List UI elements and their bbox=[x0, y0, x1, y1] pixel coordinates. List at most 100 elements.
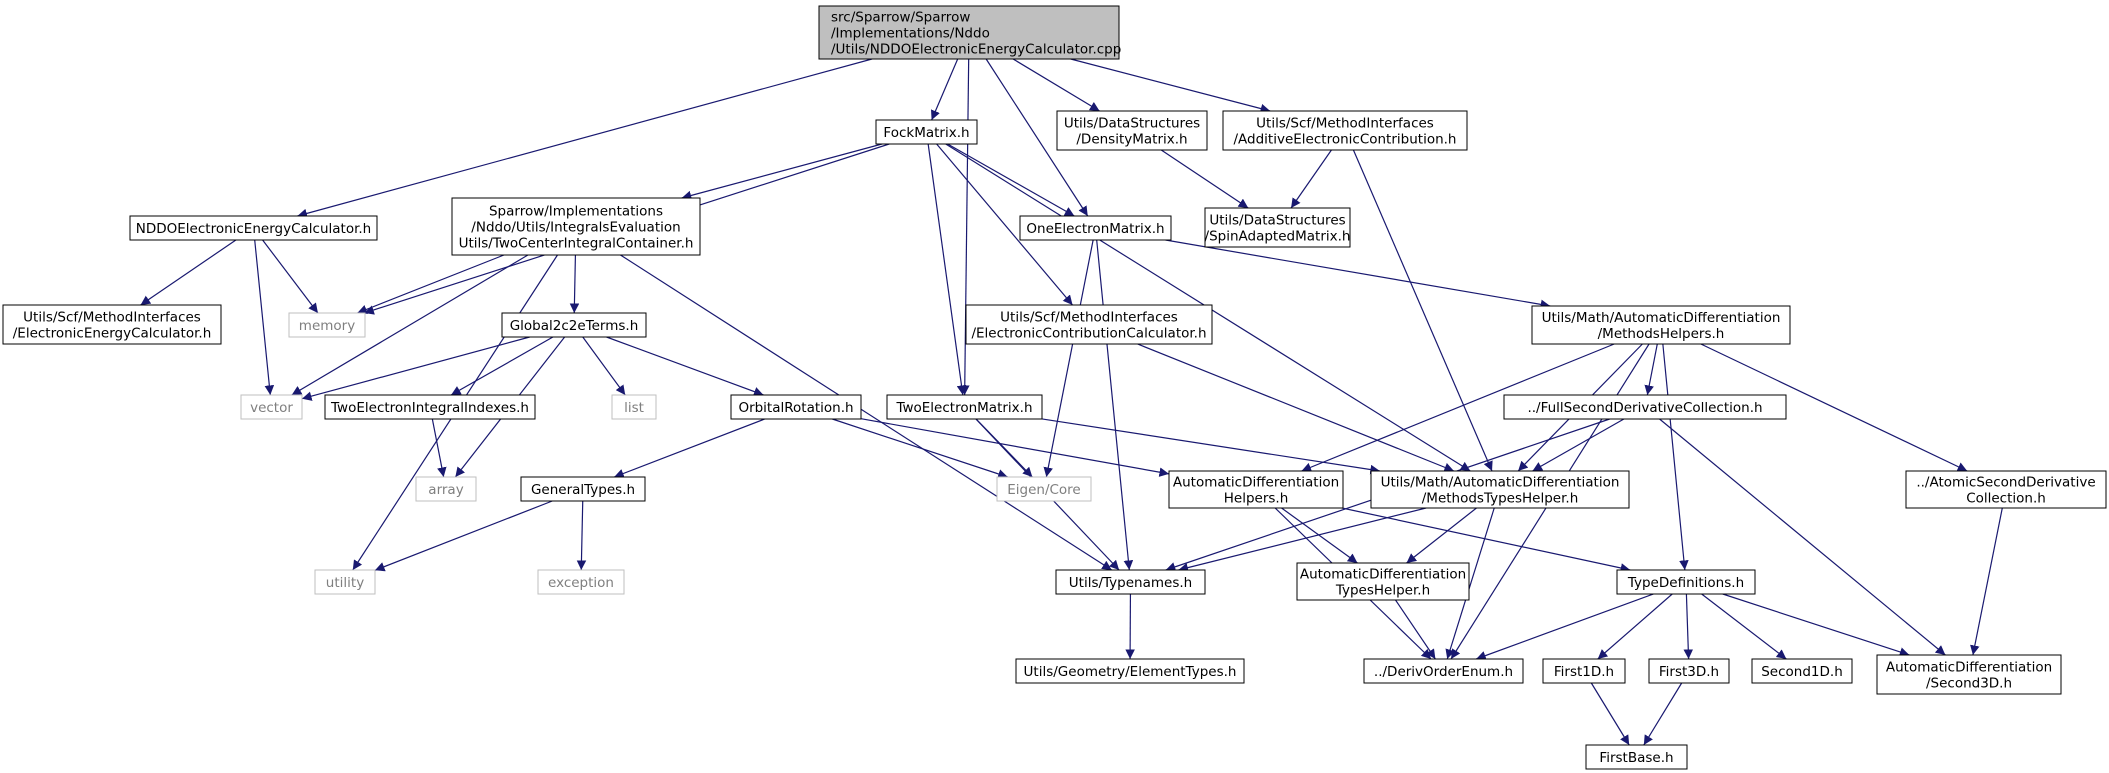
node-label-line: ../FullSecondDerivativeCollection.h bbox=[1527, 400, 1762, 416]
node-label-line: OneElectronMatrix.h bbox=[1026, 221, 1164, 237]
node-box bbox=[2, 304, 222, 345]
node-label-line: NDDOElectronicEnergyCalculator.h bbox=[136, 221, 372, 237]
node-label-line: Utils/Math/AutomaticDifferentiation bbox=[1542, 310, 1781, 326]
node-label-line: Utils/TwoCenterIntegralContainer.h bbox=[459, 236, 694, 252]
edge-tcic_h-to-memory bbox=[357, 254, 505, 314]
node-box bbox=[240, 394, 303, 420]
node-box bbox=[1015, 658, 1245, 684]
edge-typedefs_h-to-deriv_h bbox=[1475, 593, 1654, 661]
nodes-layer: src/Sparrow/Sparrow/Implementations/Nddo… bbox=[2, 5, 2107, 770]
edge-g2c2e_h-to-list bbox=[582, 336, 626, 396]
edge-first3d_h-to-firstbase_h bbox=[1643, 682, 1683, 746]
node-oem-h[interactable]: OneElectronMatrix.h bbox=[1019, 215, 1172, 241]
node-first3d-h[interactable]: First3D.h bbox=[1648, 658, 1730, 684]
edge-tcic_h-to-vector bbox=[291, 254, 529, 396]
node-box bbox=[1168, 470, 1344, 509]
node-label-line: /Implementations/Nddo bbox=[831, 26, 990, 42]
node-label-line: Utils/Scf/MethodInterfaces bbox=[1000, 310, 1178, 326]
node-eec-h[interactable]: Utils/Scf/MethodInterfaces/ElectronicEne… bbox=[2, 304, 222, 345]
edge-fsdc_h-to-mth_h bbox=[1532, 418, 1625, 472]
node-densmat-h[interactable]: Utils/DataStructures/DensityMatrix.h bbox=[1056, 110, 1208, 151]
node-box bbox=[1055, 569, 1206, 595]
node-box bbox=[1204, 207, 1351, 248]
node-root[interactable]: src/Sparrow/Sparrow/Implementations/Nddo… bbox=[818, 5, 1121, 60]
edge-adh_h-to-typedefs_h bbox=[1341, 507, 1631, 573]
edge-asdc_h-to-second3d_h bbox=[1970, 507, 2003, 656]
edge-typedefs_h-to-first3d_h bbox=[1683, 593, 1694, 660]
node-label-line: TwoElectronMatrix.h bbox=[895, 400, 1032, 416]
node-aec-h[interactable]: Utils/Scf/MethodInterfaces/AdditiveElect… bbox=[1222, 110, 1468, 151]
node-teii-h[interactable]: TwoElectronIntegralIndexes.h bbox=[324, 394, 536, 420]
edge-orbrot_h-to-adh_h bbox=[860, 418, 1170, 477]
edge-typedefs_h-to-second3d_h bbox=[1722, 593, 1910, 657]
node-firstbase-h[interactable]: FirstBase.h bbox=[1585, 744, 1688, 770]
node-list[interactable]: list bbox=[611, 394, 657, 420]
node-deriv-h[interactable]: ../DerivOrderEnum.h bbox=[1363, 658, 1524, 684]
edge-mth_h-to-adth_h bbox=[1406, 507, 1477, 564]
node-label-line: Utils/Typenames.h bbox=[1069, 575, 1192, 591]
node-label-line: utility bbox=[326, 575, 364, 591]
node-label-line: /Nddo/Utils/IntegralsEvaluation bbox=[471, 220, 680, 236]
edge-fsdc_h-to-second3d_h bbox=[1659, 418, 1946, 656]
node-first1d-h[interactable]: First1D.h bbox=[1542, 658, 1626, 684]
node-label-line: First3D.h bbox=[1659, 664, 1719, 680]
node-label-line: Sparrow/Implementations bbox=[489, 204, 663, 220]
node-second3d-h[interactable]: AutomaticDifferentiation/Second3D.h bbox=[1876, 654, 2062, 695]
node-label-line: /SpinAdaptedMatrix.h bbox=[1205, 229, 1351, 245]
node-label-line: Utils/Scf/MethodInterfaces bbox=[1256, 116, 1434, 132]
node-gentypes-h[interactable]: GeneralTypes.h bbox=[520, 476, 646, 502]
edge-typedefs_h-to-first1d_h bbox=[1597, 593, 1673, 660]
node-nddo-h[interactable]: NDDOElectronicEnergyCalculator.h bbox=[129, 215, 378, 241]
edge-teii_h-to-array bbox=[431, 418, 447, 478]
node-spinmat-h[interactable]: Utils/DataStructures/SpinAdaptedMatrix.h bbox=[1204, 207, 1351, 248]
node-tcic-h[interactable]: Sparrow/Implementations/Nddo/Utils/Integ… bbox=[451, 197, 701, 256]
edge-ecc_h-to-mth_h bbox=[1137, 343, 1455, 472]
node-memory[interactable]: memory bbox=[288, 312, 366, 338]
node-array[interactable]: array bbox=[415, 476, 477, 502]
node-box bbox=[129, 215, 378, 241]
node-utility[interactable]: utility bbox=[314, 569, 376, 595]
node-label-line: Utils/Math/AutomaticDifferentiation bbox=[1381, 475, 1620, 491]
node-mh-h[interactable]: Utils/Math/AutomaticDifferentiation/Meth… bbox=[1531, 305, 1791, 345]
node-exception[interactable]: exception bbox=[537, 569, 625, 595]
node-box bbox=[451, 197, 701, 256]
node-box bbox=[1585, 744, 1688, 770]
node-typenames-h[interactable]: Utils/Typenames.h bbox=[1055, 569, 1206, 595]
edge-g2c2e_h-to-orbrot_h bbox=[606, 336, 764, 397]
edge-orbrot_h-to-gentypes_h bbox=[613, 418, 766, 479]
node-elemtypes-h[interactable]: Utils/Geometry/ElementTypes.h bbox=[1015, 658, 1245, 684]
node-fsdc-h[interactable]: ../FullSecondDerivativeCollection.h bbox=[1503, 394, 1787, 420]
node-mth-h[interactable]: Utils/Math/AutomaticDifferentiation/Meth… bbox=[1370, 470, 1630, 509]
edge-oem_h-to-typenames_h bbox=[1096, 239, 1134, 571]
edge-root-to-aec_h bbox=[1070, 58, 1271, 114]
edge-nddo_h-to-vector bbox=[254, 239, 275, 396]
node-label-line: /ElectronicEnergyCalculator.h bbox=[13, 326, 212, 342]
edge-aec_h-to-spinmat_h bbox=[1290, 149, 1332, 209]
node-fock-h[interactable]: FockMatrix.h bbox=[875, 119, 978, 145]
node-eigen[interactable]: Eigen/Core bbox=[996, 476, 1092, 502]
node-tem-h[interactable]: TwoElectronMatrix.h bbox=[886, 394, 1043, 420]
node-label-line: Second1D.h bbox=[1761, 664, 1843, 680]
node-box bbox=[875, 119, 978, 145]
node-second1d-h[interactable]: Second1D.h bbox=[1751, 658, 1853, 684]
node-typedefs-h[interactable]: TypeDefinitions.h bbox=[1616, 569, 1756, 595]
edge-adth_h-to-deriv_h bbox=[1395, 599, 1436, 660]
node-box bbox=[1905, 470, 2107, 509]
node-box bbox=[611, 394, 657, 420]
node-vector[interactable]: vector bbox=[240, 394, 303, 420]
edge-gentypes_h-to-utility bbox=[374, 500, 553, 572]
node-label-line: /DensityMatrix.h bbox=[1076, 132, 1187, 148]
node-label-line: /AdditiveElectronicContribution.h bbox=[1234, 132, 1457, 148]
edge-fock_h-to-tcic_h bbox=[681, 143, 883, 201]
node-label-line: GeneralTypes.h bbox=[531, 482, 635, 498]
node-g2c2e-h[interactable]: Global2c2eTerms.h bbox=[501, 312, 647, 338]
edge-g2c2e_h-to-vector bbox=[301, 336, 530, 401]
node-ecc-h[interactable]: Utils/Scf/MethodInterfaces/ElectronicCon… bbox=[965, 304, 1213, 345]
node-label-line: AutomaticDifferentiation bbox=[1173, 475, 1339, 491]
edge-mth_h-to-deriv_h bbox=[1445, 507, 1495, 660]
node-orbrot-h[interactable]: OrbitalRotation.h bbox=[730, 394, 862, 420]
